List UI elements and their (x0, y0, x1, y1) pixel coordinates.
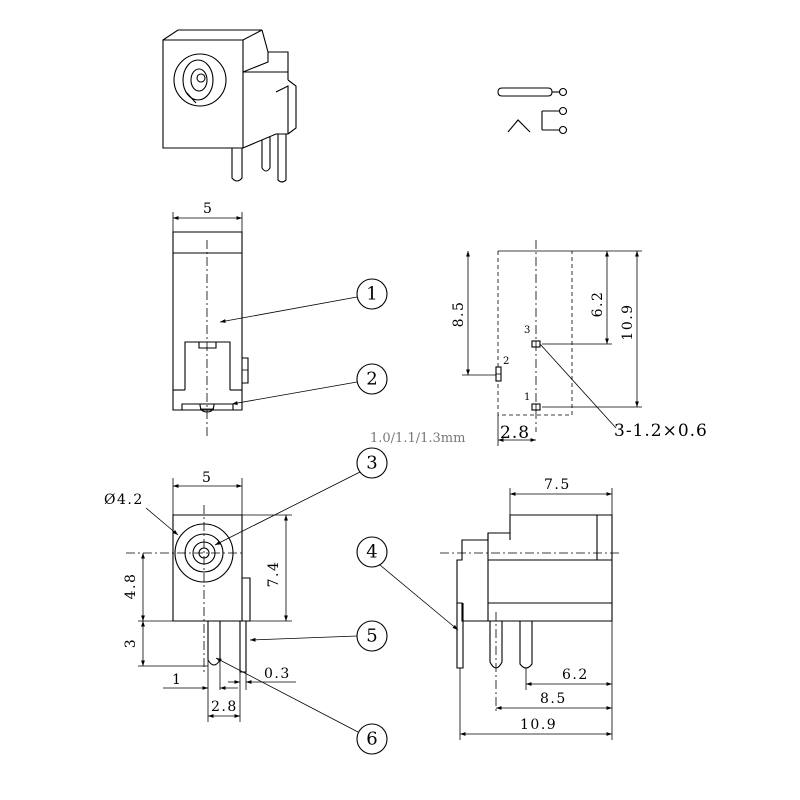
callout-1-circle (356, 278, 388, 310)
slot-size-note: 3-1.2×0.6 (614, 421, 708, 441)
callout-2-label: 2 (366, 369, 377, 390)
pcb-layout: 8.5 6.2 10.9 3 2 1 2.8 3-1.2×0.6 (451, 240, 708, 446)
side-pin-dim-short-label: 6.2 (562, 667, 589, 683)
callout-6-circle (356, 723, 388, 755)
side-pin-dim-total-label: 10.9 (520, 717, 557, 733)
pcb-pin-spacing-label: 2.8 (500, 423, 530, 443)
pin-number-1: 1 (524, 392, 530, 403)
pcb-height-mid-label: 8.5 (451, 301, 467, 328)
side-pin-dim-mid-label: 8.5 (540, 691, 567, 707)
side-view: 7.5 6.2 8.5 10.9 (440, 477, 620, 740)
callout-5-label: 5 (366, 626, 377, 647)
front-pin-spacing-label: 2.8 (211, 699, 238, 715)
callout-6-label: 6 (366, 729, 377, 750)
pin-gap-label: 0.3 (264, 666, 291, 682)
callouts: 1 2 3 4 5 6 (214, 278, 459, 755)
pin-thickness-note: 1.0/1.1/1.3mm (370, 431, 465, 446)
callout-3-circle (356, 447, 388, 479)
callout-3-label: 3 (366, 453, 377, 474)
callout-4-label: 4 (366, 542, 377, 563)
pin-length-label: 3 (123, 638, 139, 648)
pin-offset-label: 1 (172, 672, 182, 688)
callout-5-circle (356, 620, 388, 652)
side-depth-label: 7.5 (544, 477, 571, 493)
top-width-label: 5 (203, 201, 213, 217)
hole-diameter-label: Ø4.2 (104, 492, 144, 508)
pin-number-2: 2 (503, 356, 509, 367)
callout-4-circle (356, 536, 388, 568)
top-view: 5 (172, 201, 249, 436)
pin-number-3: 3 (524, 325, 530, 336)
isometric-view (162, 29, 297, 183)
pcb-height-short-label: 6.2 (590, 291, 606, 318)
front-height-label: 7.4 (266, 561, 282, 588)
callout-1-label: 1 (366, 284, 377, 305)
pcb-height-total-label: 10.9 (620, 303, 636, 340)
callout-2-circle (356, 363, 388, 395)
schematic-symbol (497, 87, 568, 135)
front-view: 5 Ø4.2 7.4 4.8 3 1 (104, 470, 296, 722)
front-width-label: 5 (202, 470, 212, 486)
center-height-label: 4.8 (123, 573, 139, 600)
